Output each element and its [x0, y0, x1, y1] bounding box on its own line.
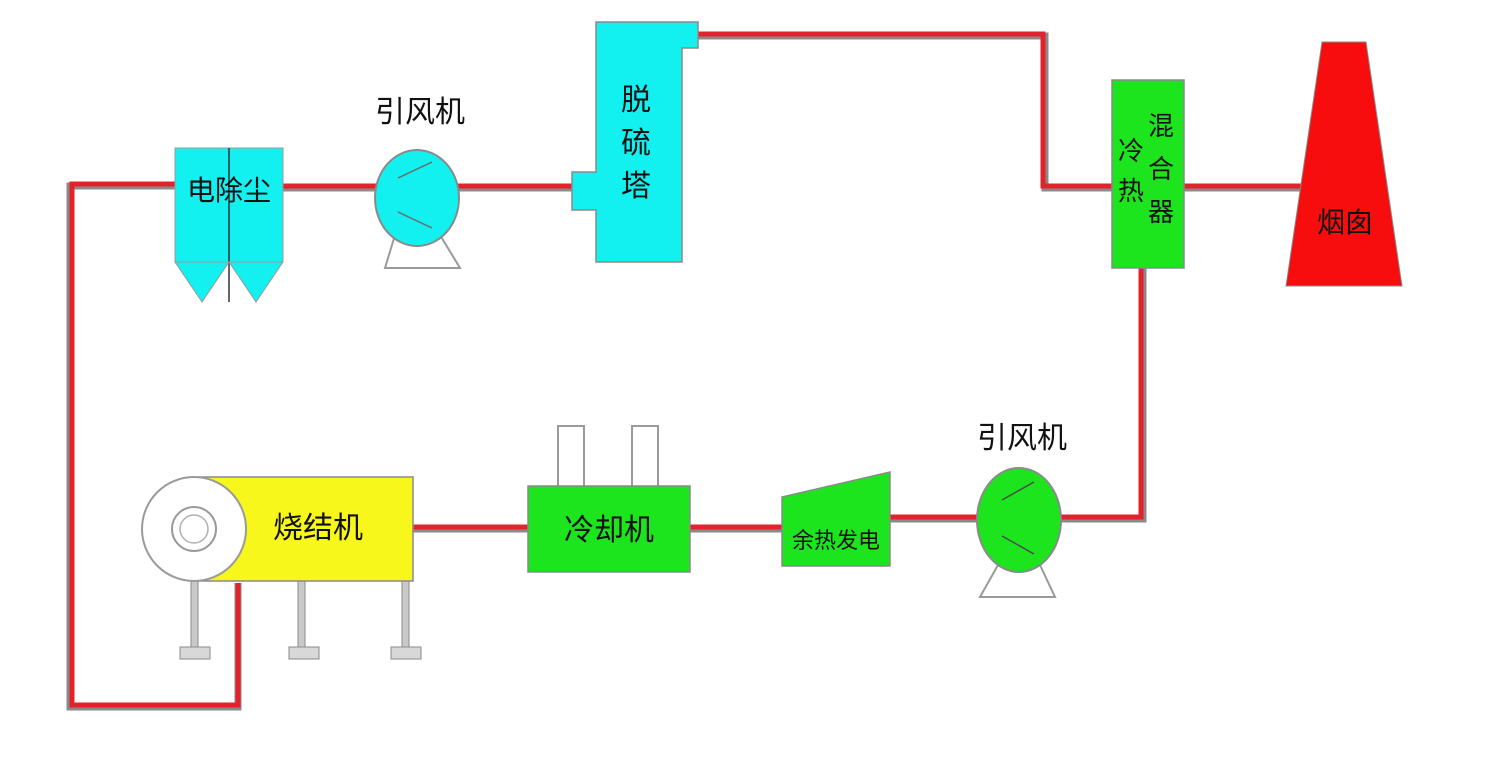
mixer-right-label-1: 混 [1148, 112, 1174, 142]
waste-heat-power-generator: 余热发电 [781, 471, 891, 567]
esp-label: 电除尘 [187, 174, 271, 207]
mixer-right-label-2: 合 [1148, 155, 1174, 185]
mixer-left-label-2: 热 [1118, 177, 1144, 207]
pipe-fan-to-mixer-shadow [1060, 268, 1147, 523]
pipe-fan-to-mixer [1060, 268, 1144, 520]
sinter-label: 烧结机 [273, 511, 363, 546]
electrostatic-precipitator: 电除尘 [174, 147, 284, 303]
sintering-machine: 烧结机 [141, 476, 422, 660]
desulf-label-1: 脱 [621, 83, 651, 118]
mixer-right-label-3: 器 [1148, 198, 1174, 228]
cooler: 冷却机 [527, 425, 691, 573]
desulf-label-2: 硫 [621, 126, 651, 161]
desulf-label-3: 塔 [621, 169, 651, 204]
cooler-stack-left [557, 425, 585, 489]
waste-heat-label: 余热发电 [792, 529, 880, 554]
desulfurization-tower: 脱 硫 塔 [571, 21, 699, 263]
pipe-desulf-to-mixer-shadow [698, 32, 1112, 192]
pipe-return [69, 181, 241, 708]
sinter-supports [179, 580, 422, 660]
fan-top-label: 引风机 [375, 95, 465, 130]
pipe-network [66, 31, 1302, 711]
fan-bottom-label: 引风机 [977, 421, 1067, 456]
induced-draft-fan-bottom: 引风机 [976, 421, 1067, 598]
induced-draft-fan-top: 引风机 [374, 95, 465, 269]
mixer-left-label-1: 冷 [1118, 137, 1144, 167]
chimney: 烟囱 [1285, 41, 1403, 287]
cooler-stack-right [631, 425, 659, 489]
pipe-desulf-to-mixer [698, 31, 1112, 189]
cooler-label: 冷却机 [564, 513, 654, 548]
chimney-label: 烟囱 [1317, 206, 1373, 239]
hot-cold-mixer: 冷 热 混 合 器 [1111, 79, 1185, 269]
